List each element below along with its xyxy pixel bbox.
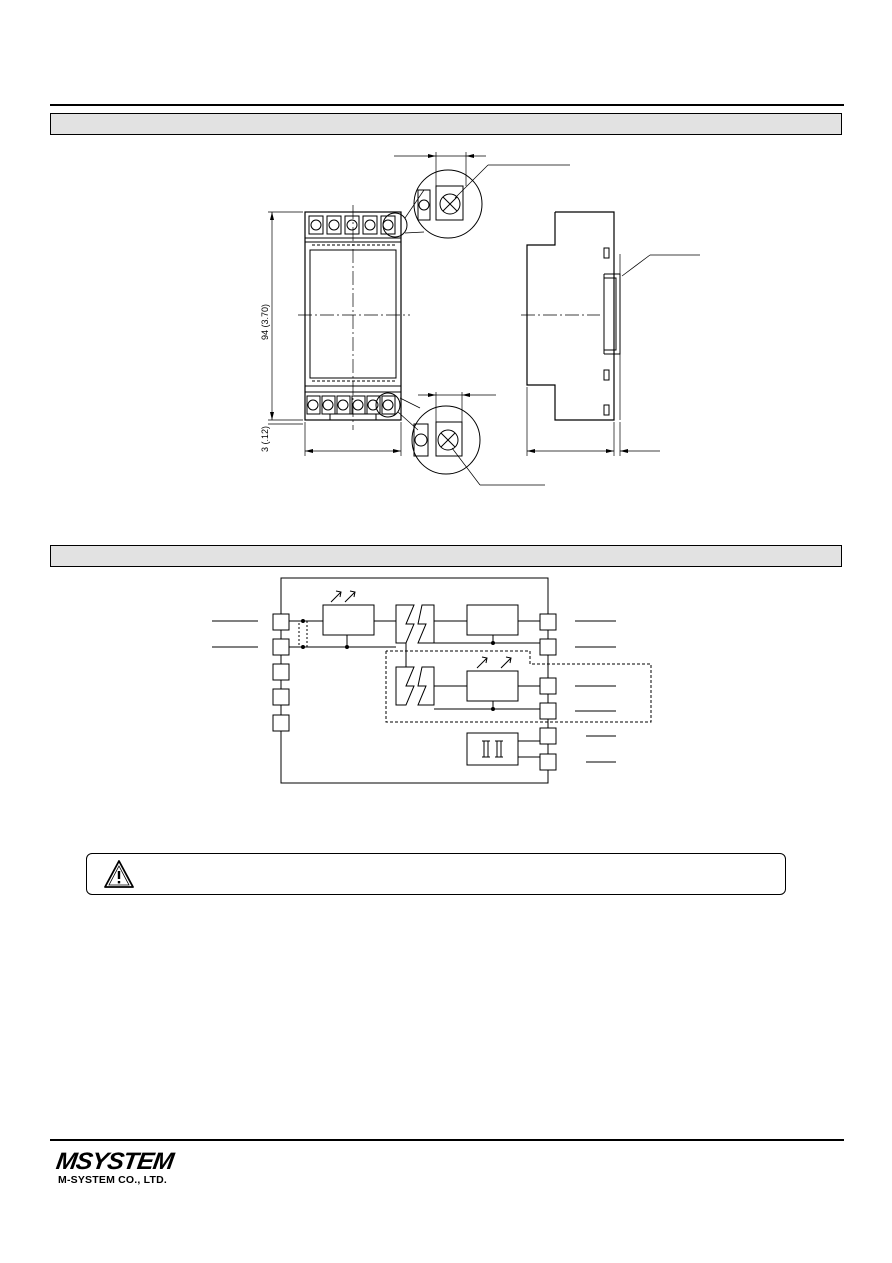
warning-triangle-icon bbox=[104, 860, 134, 888]
msystem-logo: MSYSTEM bbox=[54, 1148, 175, 1175]
side-view bbox=[521, 211, 700, 456]
bottom-terminal-detail bbox=[375, 392, 545, 486]
warning-box bbox=[86, 853, 786, 895]
top-rule bbox=[50, 104, 844, 106]
section-bar-schematic bbox=[50, 545, 842, 567]
bottom-rule bbox=[50, 1139, 844, 1141]
top-terminal-row bbox=[308, 215, 396, 235]
schematic bbox=[212, 577, 652, 784]
section-bar-external-dimensions bbox=[50, 113, 842, 135]
base-dimension-label: 3 (.12) bbox=[260, 426, 270, 452]
front-view bbox=[268, 205, 410, 456]
top-terminal-detail bbox=[382, 152, 570, 239]
bottom-terminal-row bbox=[306, 395, 396, 415]
height-dimension-label: 94 (3.70) bbox=[260, 304, 270, 340]
company-name: M-SYSTEM CO., LTD. bbox=[58, 1174, 167, 1186]
